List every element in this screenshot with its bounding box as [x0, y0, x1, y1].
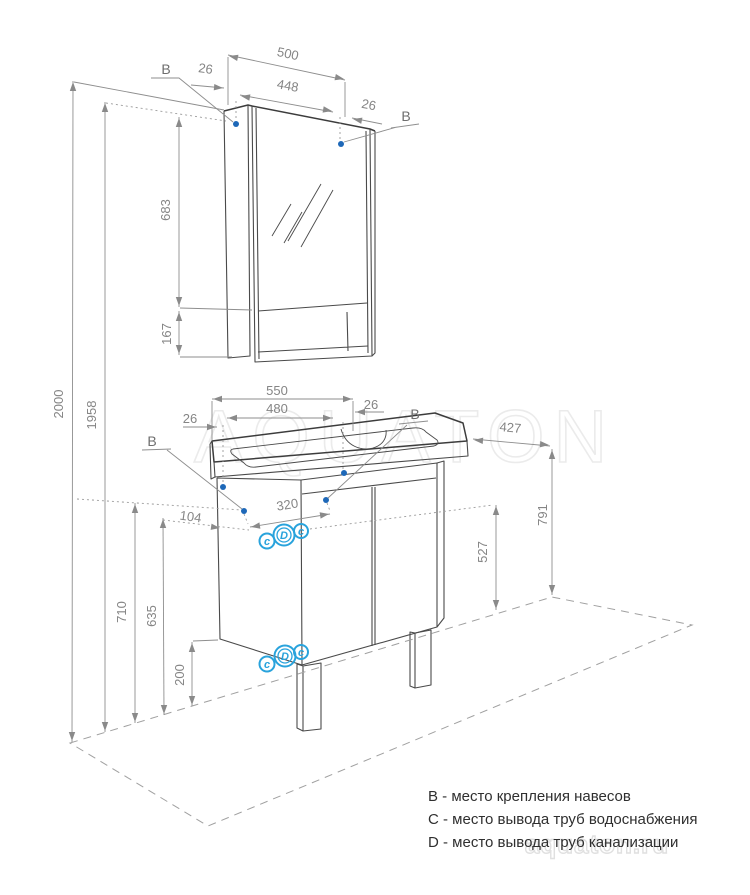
water-pipe-marker: c: [264, 659, 270, 671]
dim-mirror-offset-left: 26: [197, 60, 213, 77]
dim-leg-height: 200: [172, 664, 187, 686]
drain-pipe-marker: D: [280, 530, 288, 542]
legend: B - место крепления навесов C - место вы…: [428, 788, 697, 851]
dim-pipes-height: 527: [475, 541, 490, 563]
dim-mirror-mount-height: 1958: [84, 401, 99, 430]
dim-vanity-offset-left: 26: [183, 411, 197, 426]
water-pipe-marker: c: [298, 647, 304, 659]
dim-mirror-offset-right: 26: [360, 96, 377, 113]
marker-b-vanity-right: B: [410, 406, 419, 422]
dim-vanity-width: 550: [266, 383, 288, 398]
legend-item-b: B - место крепления навесов: [428, 788, 631, 805]
dim-mirror-door-height: 683: [158, 199, 173, 221]
water-pipe-marker: c: [264, 536, 270, 548]
dim-vanity-depth: 427: [499, 419, 522, 436]
dim-mirror-mount-span: 448: [276, 76, 300, 95]
vanity-drawing: [209, 412, 469, 732]
brand-watermark: AQUATON: [194, 395, 616, 478]
floor-outline: [68, 596, 694, 827]
dim-vanity-offset-right: 26: [364, 397, 378, 412]
mounting-point-dots: [220, 121, 347, 514]
pipe-markers-lower: c D c: [258, 644, 309, 673]
basin-rim: [230, 427, 439, 468]
mirror-cabinet-drawing: [223, 104, 376, 363]
marker-b-vanity-left: B: [147, 433, 156, 449]
dim-pipes-span: 320: [275, 495, 299, 513]
drain-pipe-marker: D: [281, 651, 289, 663]
legend-item-c: C - место вывода труб водоснабжения: [428, 811, 697, 828]
basin-scoop: [340, 428, 387, 450]
marker-b-mirror-right: B: [401, 108, 410, 124]
dim-mirror-width: 500: [276, 44, 300, 63]
pipe-markers-upper: c D c: [258, 523, 309, 550]
dim-counter-height: 791: [535, 504, 550, 526]
dimension-lines: [68, 52, 556, 743]
dim-total-height: 2000: [51, 390, 66, 419]
dim-cabinet-bottom-height: 635: [144, 605, 159, 627]
mirror-shine-icon: [271, 183, 334, 248]
dim-lower-mount-height: 710: [114, 601, 129, 623]
marker-b-mirror-left: B: [161, 61, 170, 77]
water-pipe-marker: c: [298, 526, 304, 538]
site-watermark: aquaton.ru: [525, 829, 669, 859]
dim-pipes-offset: 104: [179, 508, 203, 526]
dim-mirror-shelf-height: 167: [159, 323, 174, 345]
legend-item-d: D - место вывода труб канализации: [428, 834, 678, 851]
dim-vanity-mount-span: 480: [266, 401, 288, 416]
